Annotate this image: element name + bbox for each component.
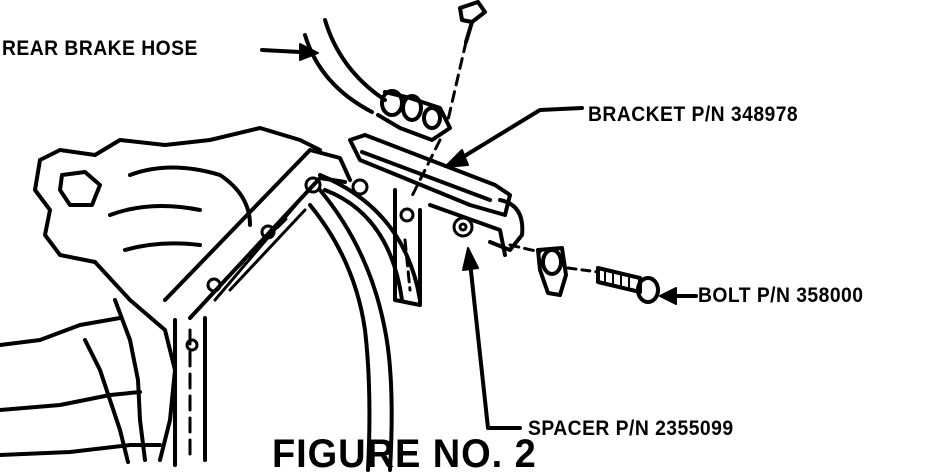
bolt-label: BOLT P/N 358000 [698,284,864,307]
bracket-label: BRACKET P/N 348978 [588,103,799,126]
rear-brake-hose-label: REAR BRAKE HOSE [2,37,198,60]
upper-clip [408,0,487,202]
bolt-assembly [508,243,660,304]
frame-rail [163,148,422,472]
brake-hose [303,18,452,142]
figure-caption: FIGURE NO. 2 [272,432,537,476]
leader-lines [260,43,698,430]
spacer-label: SPACER P/N 2355099 [528,417,734,440]
bracket [348,133,525,307]
axle-housing [0,126,322,464]
